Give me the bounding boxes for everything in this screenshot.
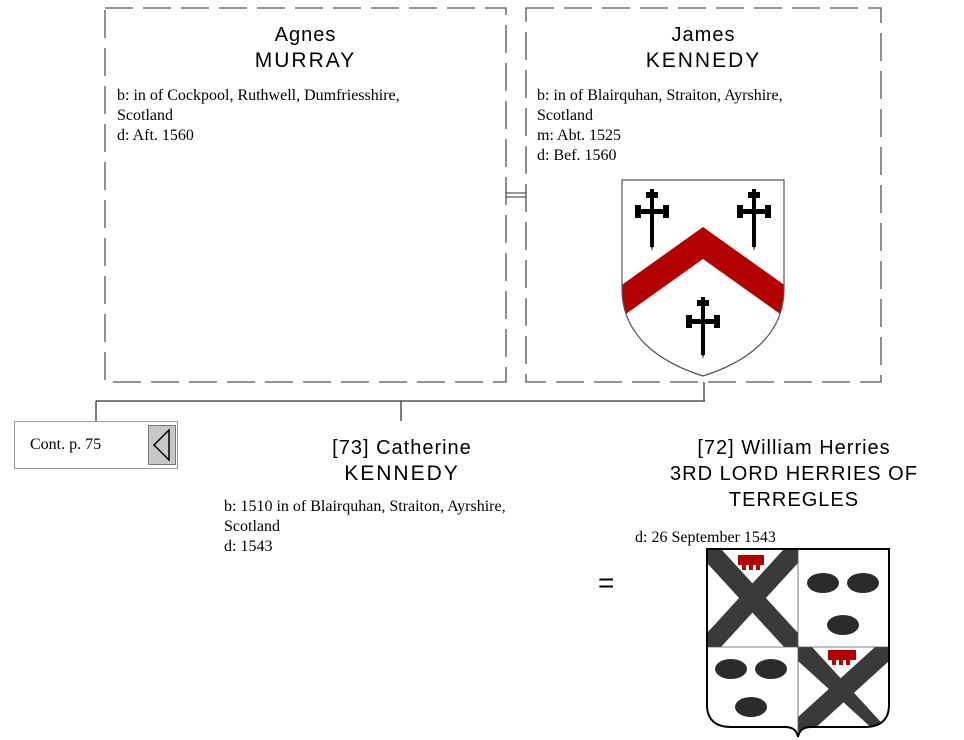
mother-surname: MURRAY bbox=[105, 48, 506, 74]
mother-name: Agnes MURRAY bbox=[105, 22, 506, 74]
mother-facts: b: in of Cockpool, Ruthwell, Dumfriesshi… bbox=[117, 86, 400, 146]
triangle-left-icon bbox=[149, 426, 175, 464]
child-death: d: 1543 bbox=[224, 537, 506, 557]
mother-birth-cont: Scotland bbox=[117, 106, 400, 126]
father-first-name: James bbox=[526, 22, 881, 48]
continuation-label[interactable]: Cont. p. 75 bbox=[30, 436, 101, 454]
spouse-title-line2: TERREGLES bbox=[624, 487, 964, 513]
child-birth-cont: Scotland bbox=[224, 517, 506, 537]
father-facts: b: in of Blairquhan, Straiton, Ayrshire,… bbox=[537, 86, 783, 166]
spouse-facts: d: 26 September 1543 bbox=[635, 528, 776, 548]
mother-death: d: Aft. 1560 bbox=[117, 126, 400, 146]
spouse-name: [72] William Herries 3RD LORD HERRIES OF… bbox=[624, 435, 964, 513]
mother-first-name: Agnes bbox=[105, 22, 506, 48]
child-surname: KENNEDY bbox=[246, 461, 558, 487]
child-facts: b: 1510 in of Blairquhan, Straiton, Ayrs… bbox=[224, 497, 506, 557]
spouse-death: d: 26 September 1543 bbox=[635, 528, 776, 548]
father-birth-cont: Scotland bbox=[537, 106, 783, 126]
father-name: James KENNEDY bbox=[526, 22, 881, 74]
child-name: [73] Catherine KENNEDY bbox=[246, 435, 558, 487]
continuation-box[interactable]: Cont. p. 75 bbox=[14, 421, 178, 469]
marriage-symbol: = bbox=[598, 568, 614, 598]
mother-birth: b: in of Cockpool, Ruthwell, Dumfriesshi… bbox=[117, 86, 400, 106]
child-birth: b: 1510 in of Blairquhan, Straiton, Ayrs… bbox=[224, 497, 506, 517]
previous-page-button[interactable] bbox=[148, 425, 176, 465]
child-number-first: [73] Catherine bbox=[246, 435, 558, 461]
herries-coat-of-arms bbox=[705, 547, 891, 739]
kennedy-coat-of-arms bbox=[621, 179, 785, 377]
father-marriage: m: Abt. 1525 bbox=[537, 126, 783, 146]
father-birth: b: in of Blairquhan, Straiton, Ayrshire, bbox=[537, 86, 783, 106]
spouse-number-name: [72] William Herries bbox=[624, 435, 964, 461]
father-surname: KENNEDY bbox=[526, 48, 881, 74]
spouse-title-line1: 3RD LORD HERRIES OF bbox=[624, 461, 964, 487]
father-death: d: Bef. 1560 bbox=[537, 146, 783, 166]
